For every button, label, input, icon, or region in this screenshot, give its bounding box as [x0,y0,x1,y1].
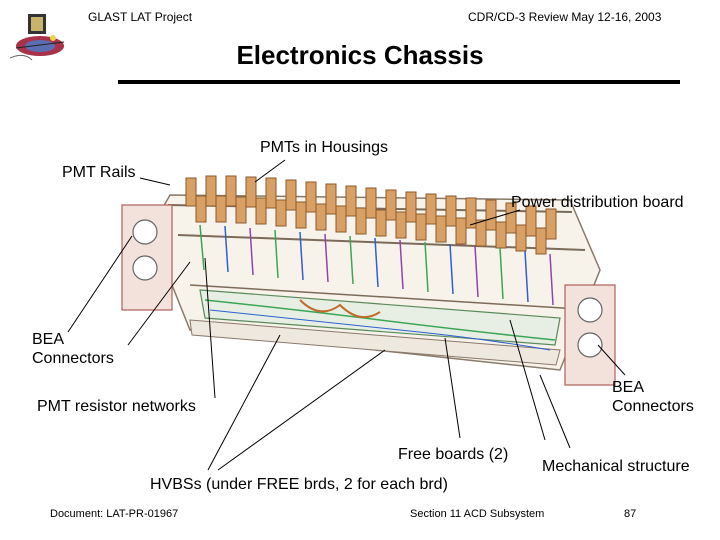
footer-page-number: 87 [624,508,637,520]
callout-bea-right-line2: Connectors [612,398,694,415]
leader-free-boards-a [444,337,461,439]
callout-pmts-housings: PMTs in Housings [260,139,389,156]
pmt-rail-low [189,284,596,311]
callout-bea-left-line2: Connectors [32,350,114,367]
callout-bea-right: BEA Connectors [612,378,694,416]
review-label: CDR/CD-3 Review May 12-16, 2003 [468,10,662,24]
title-rule [118,80,680,84]
callout-power-board: Power distribution board [511,194,684,211]
leader-hvbss-b [217,349,386,471]
leader-bea-left-a [67,235,133,333]
leader-bea-left-b [127,261,191,346]
leader-hvbss-a [207,334,281,471]
leader-mechanical [539,374,571,449]
callout-hvbss: HVBSs (under FREE brds, 2 for each brd) [150,476,448,493]
pmt-housings [185,175,557,255]
leader-pmt-housings [254,159,286,183]
page-title: Electronics Chassis [236,40,484,70]
leader-free-boards-b [509,319,546,441]
callout-mechanical: Mechanical structure [542,458,690,475]
footer-section: Section 11 ACD Subsystem [410,508,545,520]
bea-connector-right [564,284,616,386]
callout-bea-right-line1: BEA [612,379,645,396]
footer-document: Document: LAT-PR-01967 [50,508,179,520]
callout-pmt-rails: PMT Rails [62,164,136,181]
glast-logo-icon [9,14,65,61]
callout-bea-left: BEA Connectors [32,330,114,368]
callout-bea-left-line1: BEA [32,331,65,348]
leader-resistor [204,257,216,399]
project-label: GLAST LAT Project [88,10,193,24]
leader-pmt-rails [139,177,171,186]
callout-free-boards: Free boards (2) [398,446,509,463]
bea-connector-left [121,204,173,311]
leader-power-board [469,209,521,226]
free-board-2 [189,319,561,366]
callout-pmt-resistor: PMT resistor networks [37,398,196,415]
leader-bea-right [597,344,626,376]
